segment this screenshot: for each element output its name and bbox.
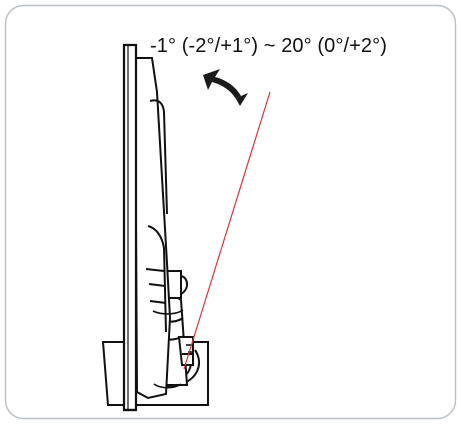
- card-border: [4, 4, 457, 420]
- tilt-range-label: -1° (-2°/+1°) ~ 20° (0°/+2°): [150, 35, 387, 57]
- stand-detail-lines: [152, 309, 194, 389]
- curved-double-arrow-icon: [203, 69, 248, 106]
- monitor-screen: [122, 43, 138, 412]
- tilt-angle-line: [183, 91, 271, 370]
